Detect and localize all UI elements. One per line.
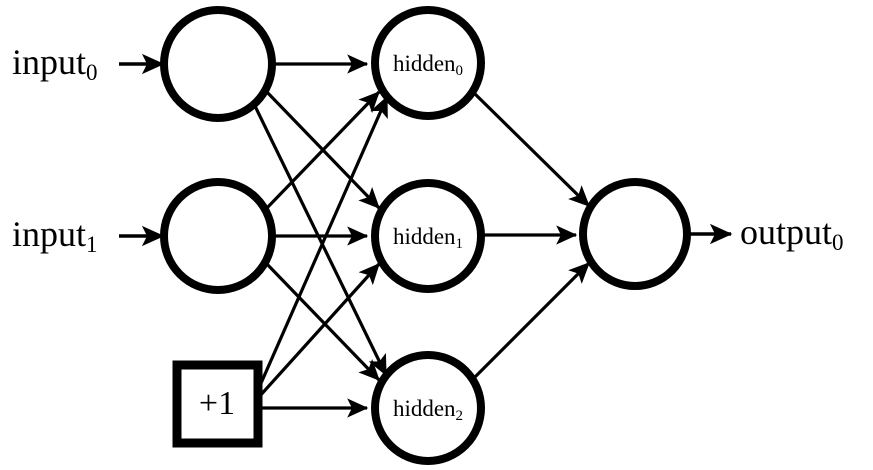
output-node-0[interactable] xyxy=(579,178,691,290)
bias-node-label: +1 xyxy=(199,385,235,422)
edge-input1-hidden0 xyxy=(263,90,381,212)
input-layer xyxy=(160,6,276,294)
hidden-node-2[interactable] xyxy=(371,351,485,465)
edge-hidden0-output0 xyxy=(471,90,591,208)
edge-input1-hidden2 xyxy=(263,260,381,382)
edge-input0-hidden2 xyxy=(252,103,388,377)
edge-hidden2-output0 xyxy=(471,261,591,381)
hidden-layer: hidden0 hidden1 hidden2 xyxy=(371,6,485,465)
edge-bias-hidden0 xyxy=(256,95,389,391)
input-node-1[interactable] xyxy=(160,178,276,294)
external-labels: input0 input1 output0 xyxy=(12,42,844,257)
hidden-node-1[interactable] xyxy=(371,179,485,293)
bias-layer: +1 xyxy=(172,360,263,448)
hidden-node-0[interactable] xyxy=(371,6,485,120)
edge-bias-hidden1 xyxy=(256,262,381,400)
output-label-0: output0 xyxy=(740,212,844,255)
hidden-node-2-label: hidden2 xyxy=(393,396,463,424)
edges-input1 xyxy=(263,90,381,382)
output-layer xyxy=(579,178,691,290)
input-label-1: input1 xyxy=(12,214,98,257)
hidden-node-1-label: hidden1 xyxy=(393,224,463,252)
bias-node[interactable] xyxy=(172,360,263,448)
input-node-0[interactable] xyxy=(160,6,276,122)
edges-bias xyxy=(256,95,389,418)
input-label-0: input0 xyxy=(12,42,98,85)
hidden-node-0-label: hidden0 xyxy=(393,51,463,79)
edges-hidden-output xyxy=(471,90,591,381)
external-input-arrows xyxy=(119,53,165,247)
